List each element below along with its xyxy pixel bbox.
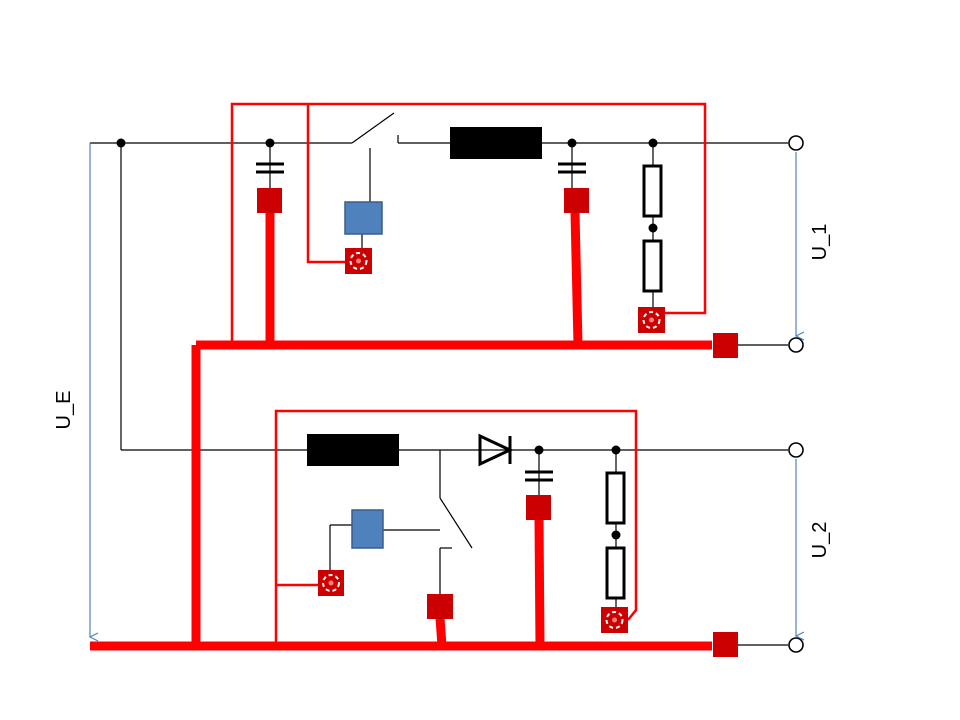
relay-coil-icon [351, 509, 384, 549]
capacitor-icon [558, 162, 586, 174]
red-feedback-loops [230, 102, 707, 645]
ground-stub-cap3 [534, 519, 545, 647]
top-outer-loop [230, 102, 707, 345]
ground-bus [90, 211, 712, 651]
resistor-icon [642, 239, 663, 293]
resistor-icon [605, 471, 626, 525]
label-u-2: U_2 [809, 522, 831, 559]
diode-icon [478, 433, 514, 467]
switch-bottom-lever [439, 497, 473, 549]
terminal-icon [788, 135, 804, 653]
bottom-outer-loop [274, 409, 638, 645]
test-point-icon [638, 307, 665, 333]
resistor-icon [605, 546, 626, 600]
resistor-icon [642, 164, 663, 218]
ground-pad-icon [257, 188, 282, 213]
switch-top-lever [351, 112, 395, 144]
ground-stub-cap2 [570, 211, 583, 346]
resistor-stack-top [642, 164, 663, 293]
test-point-icon [601, 607, 628, 633]
test-point-icon [345, 248, 372, 274]
ground-pad-icon [564, 188, 589, 213]
dimension-arrows [90, 143, 796, 637]
resistor-stack-bottom [605, 471, 626, 600]
ground-pad-icon [713, 333, 738, 358]
ground-stub-switch2 [435, 617, 447, 647]
label-u-1: U_1 [809, 224, 831, 261]
ground-pad-icon [427, 594, 453, 619]
label-u-e: U_E [53, 391, 75, 430]
inductor-icon [307, 434, 399, 466]
relay-coil-icon [344, 201, 383, 235]
ground-pad-icon [526, 495, 551, 520]
inductor-icon [450, 127, 542, 159]
top-inner-loop [306, 104, 345, 264]
capacitor-icon [256, 162, 284, 174]
capacitor-icon [525, 470, 553, 482]
test-point-icon [318, 570, 344, 596]
junction-dots [116, 138, 658, 540]
ground-pad-icon [713, 632, 738, 657]
